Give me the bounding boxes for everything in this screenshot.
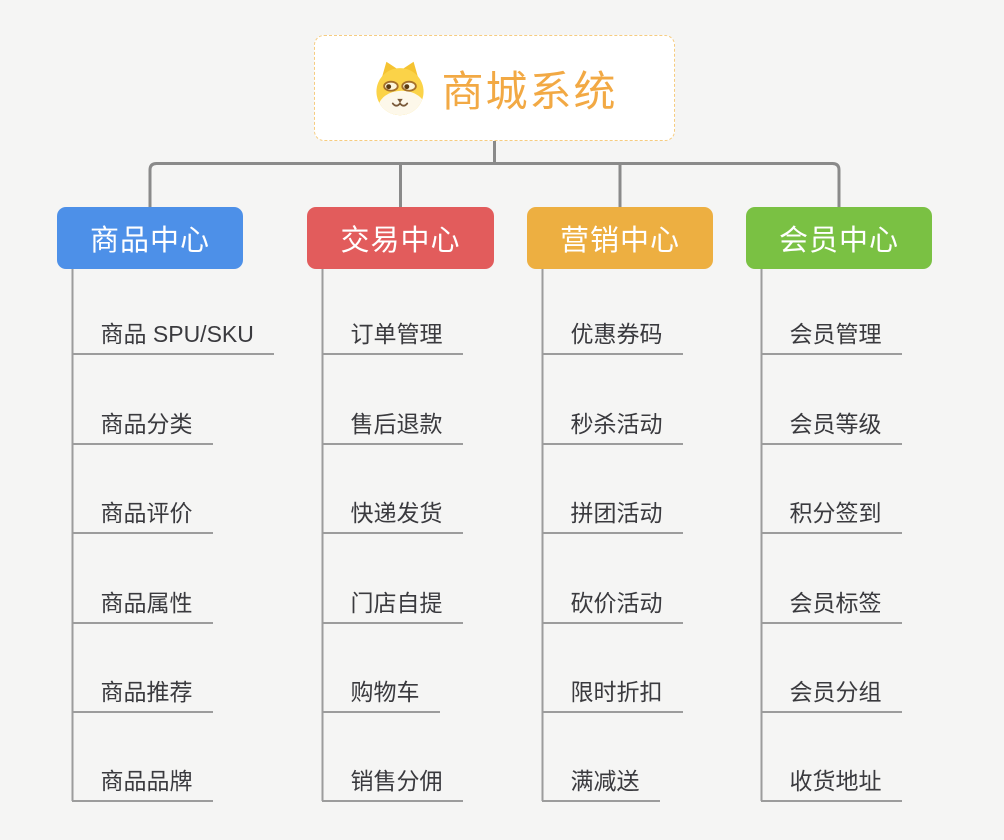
leaf-node-3-0[interactable]: 会员管理 [760, 317, 902, 355]
leaf-node-3-3[interactable]: 会员标签 [760, 586, 902, 624]
leaf-node-0-2[interactable]: 商品评价 [71, 496, 213, 534]
leaf-node-2-4[interactable]: 限时折扣 [541, 675, 683, 713]
leaf-node-1-3[interactable]: 门店自提 [321, 586, 463, 624]
leaf-node-1-0[interactable]: 订单管理 [321, 317, 463, 355]
leaf-node-2-0[interactable]: 优惠券码 [541, 317, 683, 355]
leaf-node-2-1[interactable]: 秒杀活动 [541, 407, 683, 445]
root-node[interactable]: 商城系统 [314, 35, 675, 141]
leaf-node-0-1[interactable]: 商品分类 [71, 407, 213, 445]
leaf-node-1-5[interactable]: 销售分佣 [321, 764, 463, 802]
leaf-node-2-5[interactable]: 满减送 [541, 764, 660, 802]
leaf-node-1-1[interactable]: 售后退款 [321, 407, 463, 445]
leaf-node-1-2[interactable]: 快递发货 [321, 496, 463, 534]
root-node-label: 商城系统 [441, 67, 618, 115]
leaf-node-1-4[interactable]: 购物车 [321, 675, 440, 713]
leaf-node-3-1[interactable]: 会员等级 [760, 407, 902, 445]
leaf-node-0-3[interactable]: 商品属性 [71, 586, 213, 624]
leaf-node-2-2[interactable]: 拼团活动 [541, 496, 683, 534]
leaf-node-3-5[interactable]: 收货地址 [760, 764, 902, 802]
leaf-node-0-0[interactable]: 商品 SPU/SKU [71, 317, 274, 355]
leaf-node-3-4[interactable]: 会员分组 [760, 675, 902, 713]
branch-node-1[interactable]: 交易中心 [307, 207, 494, 269]
leaf-node-0-4[interactable]: 商品推荐 [71, 675, 213, 713]
branch-node-2[interactable]: 营销中心 [527, 207, 713, 269]
leaf-node-2-3[interactable]: 砍价活动 [541, 586, 683, 624]
branch-node-3[interactable]: 会员中心 [746, 207, 932, 269]
leaf-node-0-5[interactable]: 商品品牌 [71, 764, 213, 802]
leaf-node-3-2[interactable]: 积分签到 [760, 496, 902, 534]
dog-face-icon [371, 59, 429, 117]
branch-node-0[interactable]: 商品中心 [57, 207, 243, 269]
